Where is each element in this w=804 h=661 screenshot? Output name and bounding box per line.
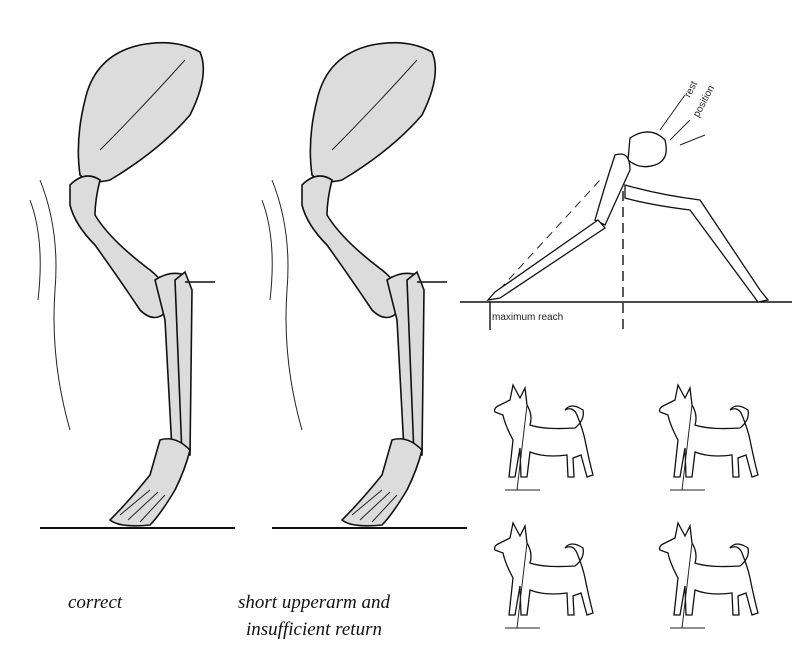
caption-correct: correct bbox=[68, 592, 123, 613]
dog-trotting-1 bbox=[658, 384, 759, 491]
caption-short-line2: insufficient return bbox=[246, 619, 382, 640]
leg-short-upperarm bbox=[261, 41, 468, 530]
max-reach-label: maximum reach bbox=[492, 312, 564, 323]
reach-diagram bbox=[460, 94, 792, 330]
leg-correct bbox=[29, 41, 236, 530]
dog-trotting-2 bbox=[658, 522, 759, 629]
dog-standing-2 bbox=[493, 522, 594, 629]
dog-standing-1 bbox=[493, 384, 594, 491]
caption-short-line1: short upperarm and bbox=[238, 592, 391, 613]
